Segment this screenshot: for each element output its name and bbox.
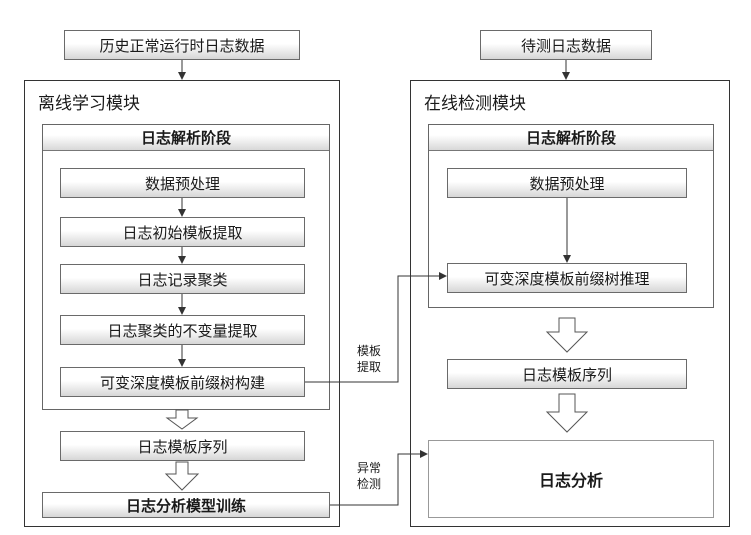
arrow-anomaly-detect xyxy=(330,450,428,506)
offline-step-initial-template: 日志初始模板提取 xyxy=(60,217,305,247)
offline-step-preprocess: 数据预处理 xyxy=(60,168,305,198)
online-log-parsing-stage: 日志解析阶段 xyxy=(428,124,714,308)
online-step-preprocess: 数据预处理 xyxy=(447,168,687,198)
block-arrow-online-2 xyxy=(545,393,589,433)
anomaly-detect-label: 异常 检测 xyxy=(356,461,381,491)
block-arrow-online-1 xyxy=(545,317,589,353)
history-log-data-box: 历史正常运行时日志数据 xyxy=(64,30,300,60)
offline-step-prefix-tree-build: 可变深度模板前缀树构建 xyxy=(60,367,305,397)
offline-step-clustering: 日志记录聚类 xyxy=(60,264,305,294)
offline-log-parsing-stage: 日志解析阶段 xyxy=(42,124,330,410)
online-step-prefix-tree-infer: 可变深度模板前缀树推理 xyxy=(447,263,687,293)
offline-module-title: 离线学习模块 xyxy=(38,94,140,114)
online-module-title: 在线检测模块 xyxy=(424,94,526,114)
offline-stage-title: 日志解析阶段 xyxy=(43,125,329,151)
test-log-data-box: 待测日志数据 xyxy=(480,30,652,60)
block-arrow-offline-1 xyxy=(165,409,199,430)
online-template-sequence: 日志模板序列 xyxy=(447,359,687,389)
online-detection-module xyxy=(410,80,730,527)
offline-model-training: 日志分析模型训练 xyxy=(42,492,330,518)
online-stage-title: 日志解析阶段 xyxy=(429,125,713,151)
block-arrow-offline-2 xyxy=(164,461,200,491)
offline-step-invariant-extract: 日志聚类的不变量提取 xyxy=(60,315,305,345)
template-extract-label: 模板 提取 xyxy=(356,344,381,374)
online-log-analysis: 日志分析 xyxy=(428,440,714,518)
arrow-template-extract xyxy=(305,272,447,383)
offline-template-sequence: 日志模板序列 xyxy=(60,431,305,461)
